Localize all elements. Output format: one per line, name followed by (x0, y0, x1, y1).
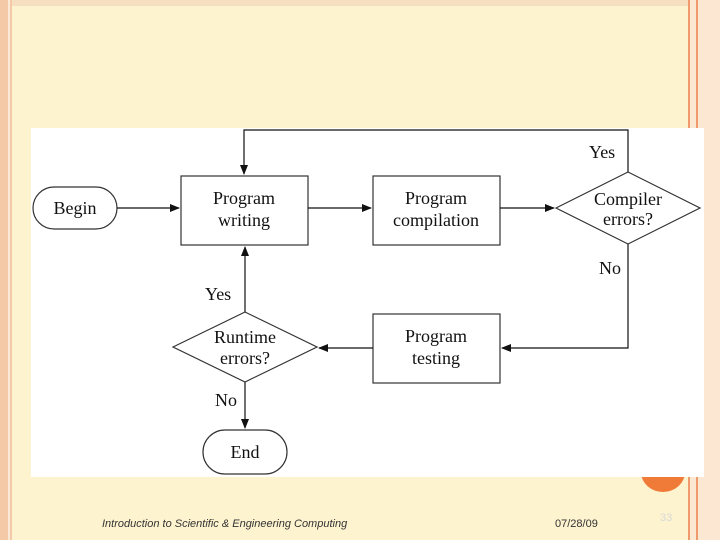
program-writing-label-line2: writing (218, 210, 270, 230)
program-compilation-label-line2: compilation (393, 210, 479, 230)
compiler-yes-label: Yes (589, 142, 615, 162)
program-compilation-label-line1: Program (405, 188, 467, 208)
program-writing-box (180, 175, 309, 246)
begin-label: Begin (54, 198, 97, 218)
footer-course-title: Introduction to Scientific & Engineering… (102, 518, 348, 530)
compiler-errors-decision (554, 171, 702, 245)
runtime-errors-decision (171, 311, 319, 383)
program-testing-box (372, 313, 501, 384)
program-testing-label-line2: testing (412, 348, 460, 368)
compiler-no-label: No (599, 258, 621, 278)
program-compilation-box (372, 175, 501, 246)
slide-border-left (0, 0, 12, 540)
runtime-yes-label: Yes (205, 284, 231, 304)
footer-date: 07/28/09 (555, 518, 598, 530)
flowchart-svg: Begin Program writing Program compilatio… (32, 129, 702, 475)
program-writing-label-line1: Program (213, 188, 275, 208)
compiler-errors-label-line2: errors? (603, 209, 653, 229)
runtime-errors-label-line1: Runtime (214, 327, 276, 347)
top-band (12, 0, 688, 6)
runtime-no-label: No (215, 390, 237, 410)
program-testing-label-line1: Program (405, 326, 467, 346)
end-label: End (231, 442, 260, 462)
end-terminal (202, 429, 288, 475)
arrow-compiler-no-to-testing (501, 244, 629, 352)
flowchart-panel: Begin Program writing Program compilatio… (31, 128, 704, 477)
page-number: 33 (660, 512, 673, 524)
arrow-compiler-yes-loop (240, 129, 629, 175)
runtime-errors-label-line2: errors? (220, 348, 270, 368)
compiler-errors-label-line1: Compiler (594, 189, 662, 209)
